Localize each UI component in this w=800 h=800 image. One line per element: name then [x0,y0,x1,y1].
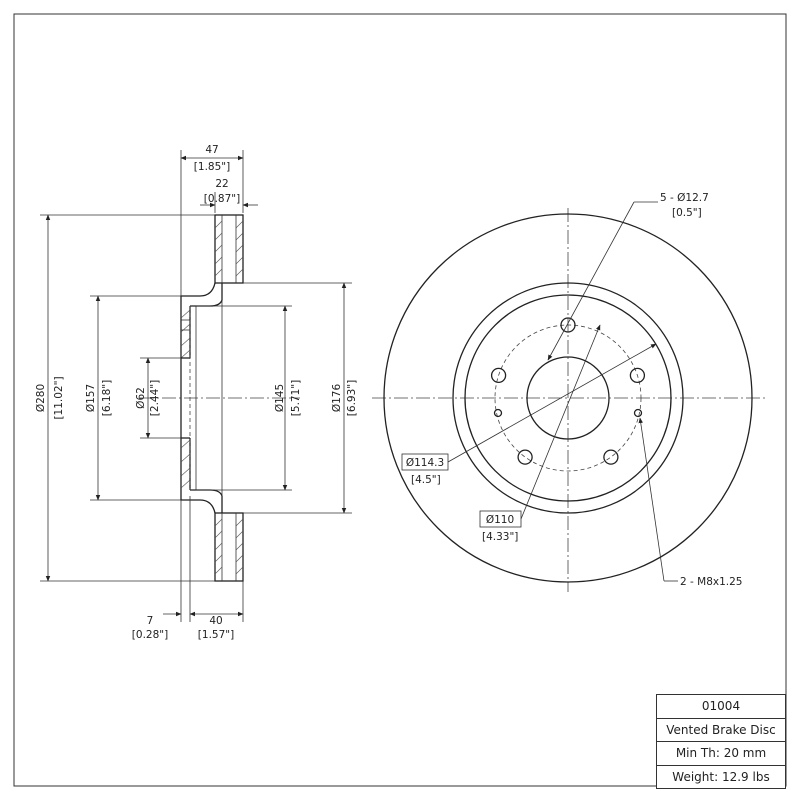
dim-inner-hat-mm: Ø145 [274,384,286,412]
friction-inner-edge [452,282,684,514]
callout-stud-holes: 5 - Ø12.7 [0.5"] [547,192,709,361]
threaded-hole [633,408,643,418]
dim-inner-friction-edge-in: [6.93"] [346,380,358,416]
min-thickness: Min Th: 20 mm [657,742,785,766]
dim-outer-diameter-mm: Ø280 [35,384,47,412]
stud-hole [560,317,576,333]
dim-inner-friction-edge-mm: Ø176 [331,384,343,413]
drawing-border [13,13,787,787]
dim-inner-hat-in: [5.71"] [290,380,302,416]
dim-hat-offset-in: [0.28"] [132,629,168,641]
dim-hub-width-mm: 22 [215,178,228,190]
callout-threaded-holes: 2 - M8x1.25 [638,417,742,588]
stud-hole [629,367,646,384]
dim-center-bore: Ø62 [2.44"] [135,357,181,439]
dim-outer-diameter-in: [11.02"] [53,376,65,419]
weight: Weight: 12.9 lbs [672,769,770,784]
dim-hat-diameter-in: [6.18"] [101,380,113,416]
dim-rotor-thickness-mm: 40 [209,615,222,627]
bolt-circle-in: [4.5"] [411,474,441,486]
threaded-holes-label: 2 - M8x1.25 [680,576,742,588]
dim-hub-width-in: [0.87"] [204,193,240,205]
pilot-circle-mm: Ø110 [486,514,514,526]
stud-hole [490,367,507,384]
callout-bolt-circle: Ø114.3 [4.5"] [401,343,657,486]
lower-rotor-section [180,489,244,582]
dim-inner-hat: Ø145 [5.71"] [196,305,302,491]
dim-rotor-thickness-in: [1.57"] [198,629,234,641]
stud-hole [517,449,533,465]
title-block: 01004 Vented Brake Disc Min Th: 20 mm We… [656,694,786,789]
dim-hub-width: 22 [0.87"] [200,178,258,213]
bolt-circle [494,324,642,472]
center-bore [526,356,610,440]
dim-hat-diameter-mm: Ø157 [85,384,97,412]
threaded-hole [493,408,503,418]
part-description: Vented Brake Disc [657,719,785,742]
upper-rotor-section [180,214,244,307]
hat-outer-edge [464,294,672,502]
dim-center-bore-mm: Ø62 [135,387,147,409]
dim-hat-offset-mm: 7 [147,615,154,627]
dim-outer-diameter: Ø280 [11.02"] [35,214,215,582]
hat-section [180,300,223,496]
part-number: 01004 [657,695,785,719]
dim-center-bore-in: [2.44"] [149,380,161,416]
dim-overall-width-in: [1.85"] [194,161,230,173]
front-view: 5 - Ø12.7 [0.5"] Ø114.3 [4.5"] Ø110 [4.3… [372,192,768,592]
side-view: 47 [1.85"] 22 [0.87"] Ø280 [11.02"] Ø157… [35,144,358,641]
stud-holes-mm: 5 - Ø12.7 [660,192,709,204]
pilot-circle-in: [4.33"] [482,531,518,543]
callout-pilot-circle: Ø110 [4.33"] [479,324,601,543]
bolt-circle-mm: Ø114.3 [406,457,444,469]
stud-hole [603,449,619,465]
dim-inner-friction-edge: Ø176 [6.93"] [243,282,358,514]
rotor-outer-edge [383,213,753,583]
stud-holes-in: [0.5"] [672,207,702,219]
dim-hat-diameter: Ø157 [6.18"] [85,295,181,501]
dim-overall-width-mm: 47 [205,144,218,156]
dim-bottom-widths: 7 [0.28"] 40 [1.57"] [132,496,244,641]
dim-overall-width: 47 [1.85"] [180,144,244,296]
